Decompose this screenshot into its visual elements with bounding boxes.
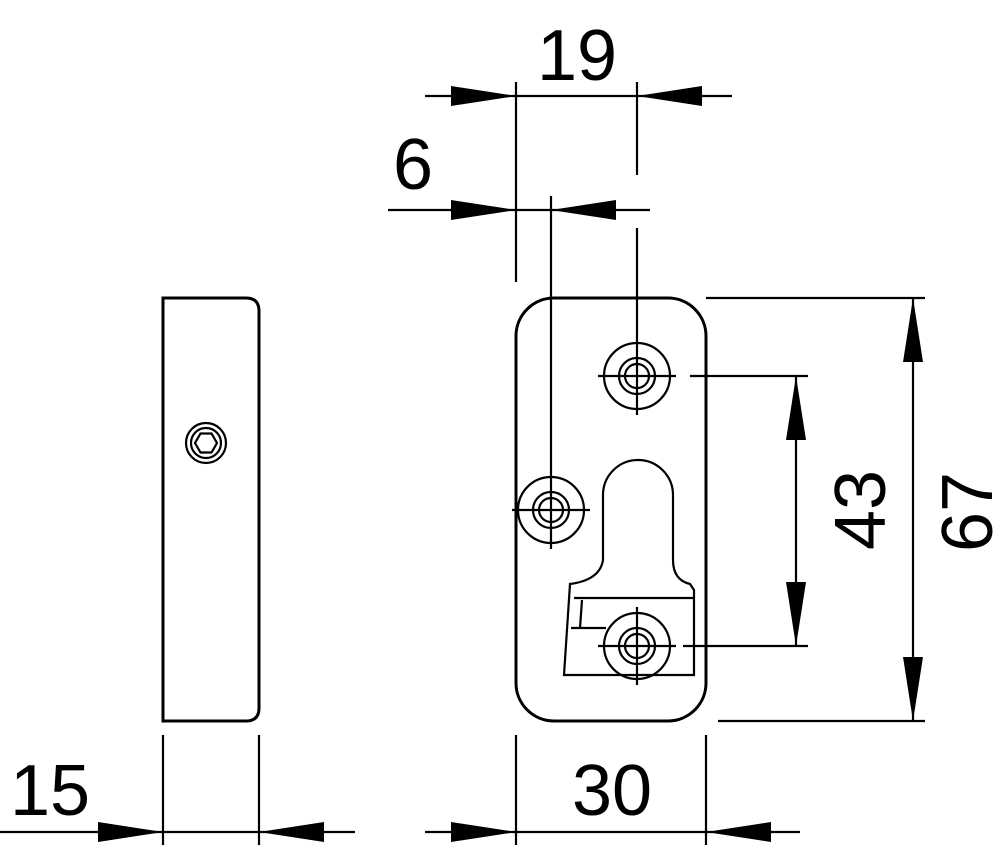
side-view-outline xyxy=(161,296,261,723)
dimension-label-6: 6 xyxy=(393,125,433,205)
dimension-width: 30 xyxy=(425,735,800,845)
countersunk-hole-icon xyxy=(512,471,590,549)
keyhole-slot xyxy=(562,458,696,677)
dimension-label-30: 30 xyxy=(572,751,652,831)
dimension-label-19: 19 xyxy=(537,16,617,96)
hex-socket-screw-icon xyxy=(184,421,228,465)
dimension-hole-spacing-horizontal: 19 xyxy=(425,16,732,282)
dimension-hole-spacing-vertical: 43 xyxy=(683,374,901,648)
dimension-side-thickness: 15 xyxy=(0,735,355,845)
side-view xyxy=(161,296,261,723)
dimension-label-15: 15 xyxy=(10,751,90,831)
dimension-label-43: 43 xyxy=(821,470,901,550)
dimension-label-67: 67 xyxy=(928,472,1000,552)
front-view xyxy=(512,196,708,723)
dimension-hole-offset: 6 xyxy=(388,125,650,220)
countersunk-hole-icon xyxy=(598,337,676,415)
countersunk-hole-icon xyxy=(598,607,676,685)
dimension-height: 67 xyxy=(706,296,1000,723)
